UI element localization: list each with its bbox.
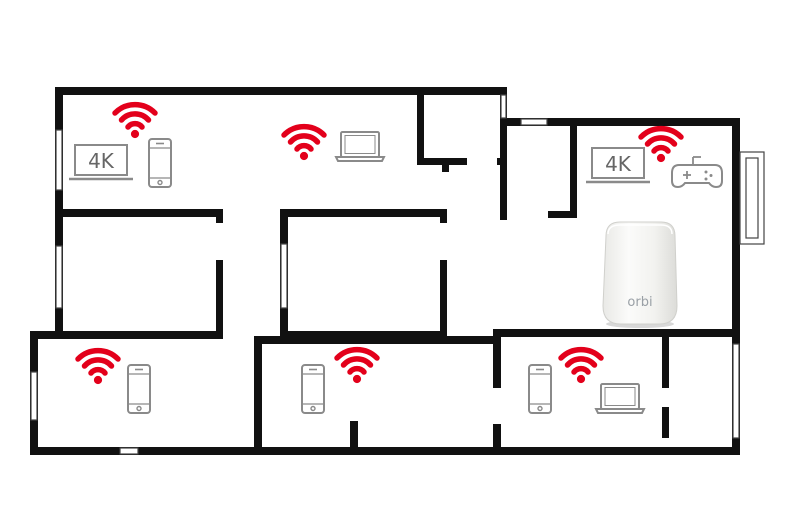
- wifi-icon: [284, 127, 324, 160]
- wifi-icon: [78, 351, 118, 384]
- wall-bottom-mid-divider-low: [493, 424, 501, 455]
- wall-top-row-bottom-a: [55, 209, 223, 217]
- wall-bottom: [30, 447, 740, 455]
- phone-icon: [127, 364, 151, 414]
- orbi-router-icon: orbi: [602, 221, 678, 328]
- laptop-icon: [595, 383, 645, 414]
- wall-top-right: [500, 118, 740, 126]
- wall-bottom-row-top-a: [254, 336, 500, 344]
- wall-mid-right-right-lower: [440, 260, 447, 337]
- wall-bath-left: [662, 337, 669, 388]
- window-right-bay-inner: [745, 157, 759, 239]
- window-right-lower: [732, 343, 740, 439]
- wall-mid-right-bottom: [280, 331, 447, 339]
- gamepad-icon: [671, 156, 723, 188]
- phone-icon: [301, 364, 325, 414]
- wall-closet-stub: [442, 158, 449, 172]
- wall-bottom-left-divider: [254, 336, 262, 455]
- wall-mid-right-right-upper: [440, 209, 447, 223]
- phone-icon: [148, 138, 172, 188]
- wall-mid-left-right-upper: [216, 209, 223, 223]
- window-bottom-wall-gap: [119, 447, 139, 455]
- tv-4k-icon: 4K: [584, 146, 652, 184]
- devices: 4K 4K: [67, 131, 723, 414]
- laptop-icon: [335, 131, 385, 162]
- wall-bottom-row-top-b: [493, 329, 740, 337]
- window-bottom-left: [30, 371, 38, 421]
- wifi-icon: [641, 129, 681, 162]
- wall-mid-left-right-lower: [216, 260, 223, 337]
- wall-bottom-mid-divider: [493, 329, 501, 388]
- window-top-step: [500, 94, 507, 119]
- wall-office-left: [570, 126, 577, 218]
- wifi-icon: [337, 350, 377, 383]
- wall-closet-vert: [417, 95, 424, 162]
- wall-office-bottom-stub: [548, 211, 577, 218]
- window-mid-right-room: [280, 243, 288, 309]
- phone-icon: [528, 364, 552, 414]
- window-mid-left: [55, 245, 63, 309]
- wifi-icon: [561, 350, 601, 383]
- wall-top-row-bottom-b: [280, 209, 447, 217]
- windows: [30, 94, 765, 455]
- wall-top-left: [55, 87, 507, 95]
- wifi-icon: [115, 105, 155, 138]
- window-hall-top: [520, 118, 548, 126]
- wall-bottom-mid-stub: [350, 421, 358, 455]
- wall-left-step: [30, 331, 63, 339]
- tv-label: 4K: [88, 149, 115, 173]
- window-top-left: [55, 129, 63, 191]
- tv-label: 4K: [605, 152, 632, 176]
- router-brand-label: orbi: [627, 295, 652, 310]
- tv-4k-icon: 4K: [67, 143, 135, 181]
- wall-bath-left-low: [662, 407, 669, 438]
- wall-hall-post: [500, 126, 507, 220]
- wall-right-upper: [732, 118, 740, 329]
- wall-mid-left-bottom: [55, 331, 223, 339]
